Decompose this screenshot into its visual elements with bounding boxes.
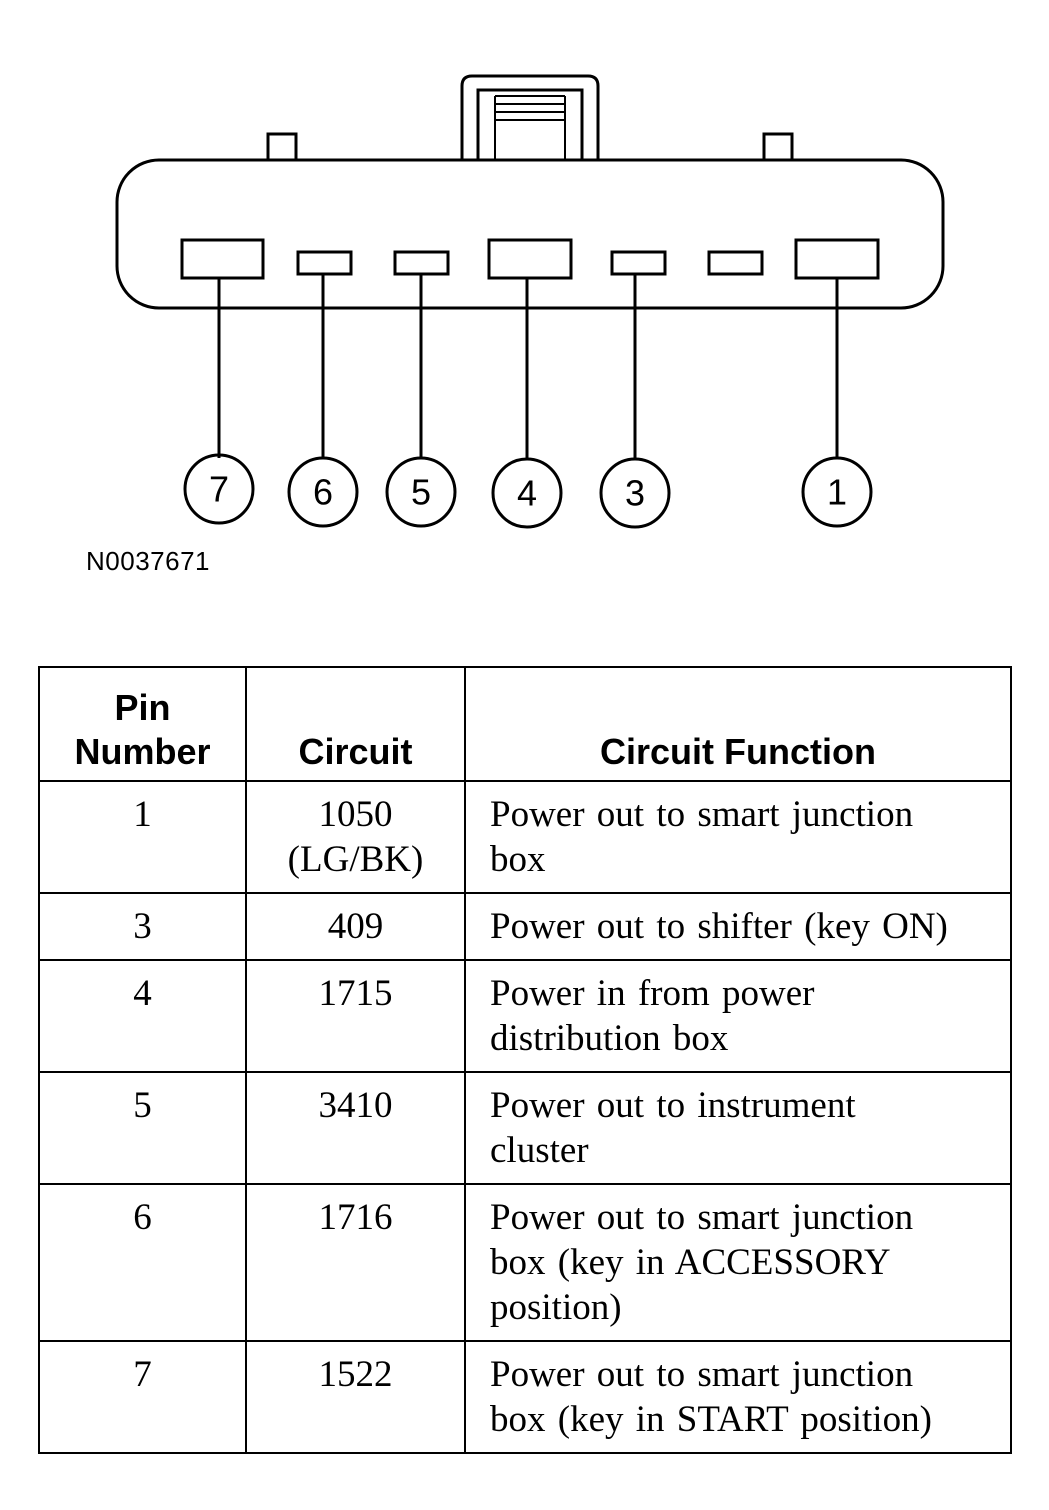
- alignment-post-right: [762, 132, 794, 162]
- cell-function: Power in from power distribution box: [464, 959, 1012, 1073]
- cell-circuit: 3410: [245, 1071, 466, 1185]
- pin-callout-circle: [287, 456, 359, 528]
- cell-function: Power out to smart junction box: [464, 780, 1012, 894]
- header-circuit: Circuit: [245, 666, 466, 782]
- cell-circuit: 409: [245, 892, 466, 961]
- table-row: 3 409 Power out to shifter (key ON): [38, 892, 1012, 961]
- pin-callout-label: 1: [827, 472, 847, 513]
- cell-function: Power out to instrument cluster: [464, 1071, 1012, 1185]
- pin-callout-label: 7: [209, 469, 229, 510]
- pin-callout-circle: [183, 453, 255, 525]
- table-row: 4 1715 Power in from power distribution …: [38, 959, 1012, 1073]
- cell-circuit: 1050 (LG/BK): [245, 780, 466, 894]
- cavity-3: [610, 250, 667, 276]
- cell-function: Power out to shifter (key ON): [464, 892, 1012, 961]
- cavity-2: [707, 250, 764, 276]
- table-row: 1 1050 (LG/BK) Power out to smart juncti…: [38, 780, 1012, 894]
- locking-tab-inner: [476, 88, 584, 162]
- figure-id: N0037671: [86, 546, 210, 576]
- header-pin-number: Pin Number: [38, 666, 247, 782]
- pin-callout-circle: [801, 456, 873, 528]
- cavity-6: [296, 250, 353, 276]
- cell-pin: 5: [38, 1071, 247, 1185]
- cell-circuit: 1522: [245, 1340, 466, 1454]
- header-circuit-function: Circuit Function: [464, 666, 1012, 782]
- pin-callout-label: 3: [625, 473, 645, 514]
- cell-circuit: 1715: [245, 959, 466, 1073]
- table-row: 6 1716 Power out to smart junction box (…: [38, 1183, 1012, 1342]
- pin-callout-label: 6: [313, 472, 333, 513]
- pin-callout-circle: [599, 457, 671, 529]
- table-row: 5 3410 Power out to instrument cluster: [38, 1071, 1012, 1185]
- pin-callout-label: 4: [517, 473, 537, 514]
- cell-function: Power out to smart junction box (key in …: [464, 1340, 1012, 1454]
- cavity-1: [794, 238, 880, 280]
- cavity-5: [393, 250, 450, 276]
- cell-pin: 4: [38, 959, 247, 1073]
- pinout-table: Pin Number Circuit Circuit Function 1 10…: [38, 666, 1012, 1454]
- cell-circuit: 1716: [245, 1183, 466, 1342]
- cell-pin: 3: [38, 892, 247, 961]
- cavity-7: [180, 238, 265, 280]
- cell-function: Power out to smart junction box (key in …: [464, 1183, 1012, 1342]
- pin-callout-circle: [491, 457, 563, 529]
- pin-callout-circle: [385, 456, 457, 528]
- cell-pin: 1: [38, 780, 247, 894]
- locking-tab: [460, 74, 600, 160]
- cell-pin: 7: [38, 1340, 247, 1454]
- cell-pin: 6: [38, 1183, 247, 1342]
- connector-diagram: 7 6 5 4 3 1: [115, 74, 945, 529]
- cavity-4: [487, 238, 573, 280]
- table-header-row: Pin Number Circuit Circuit Function: [38, 666, 1012, 782]
- table-row: 7 1522 Power out to smart junction box (…: [38, 1340, 1012, 1454]
- pin-callout-label: 5: [411, 472, 431, 513]
- alignment-post-left: [266, 132, 298, 162]
- connector-body: [115, 158, 945, 310]
